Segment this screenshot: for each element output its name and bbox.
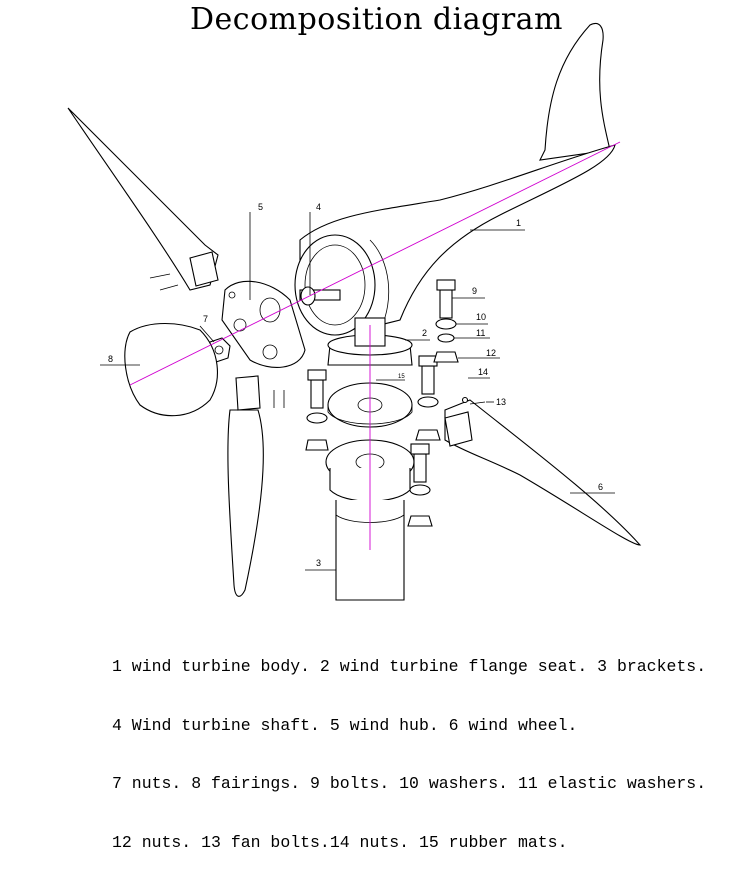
turbine-shaft: [299, 289, 341, 301]
bolt-lower: [413, 453, 427, 483]
fairing: [124, 323, 218, 417]
wind-hub-hole: [259, 297, 281, 323]
nut-7-hole: [214, 345, 224, 355]
bolt-left: [310, 379, 324, 409]
legend-line-2: 4 Wind turbine shaft. 5 wind hub. 6 wind…: [112, 715, 578, 735]
callout-6: 6: [598, 482, 603, 492]
bolt-9: [439, 289, 453, 319]
callout-13: 13: [496, 397, 506, 407]
nut-left: [305, 439, 329, 451]
fan-bolt-upper: [149, 273, 171, 279]
elastic-washer-11: [437, 333, 455, 343]
blade-lower: [227, 409, 264, 597]
blade-upper-left: [67, 107, 219, 291]
tail-fin: [539, 22, 611, 161]
diagram-drawing: 1 2 3 4 5 6 7 8 9 10 11 12 13 14 15: [67, 22, 642, 601]
hub-hole-1: [233, 318, 247, 332]
callout-7: 7: [203, 314, 208, 324]
exploded-diagram: Decomposition diagram: [67, 2, 706, 852]
callout-1: 1: [516, 218, 521, 228]
washer-10: [435, 318, 457, 330]
callout-4: 4: [316, 202, 321, 212]
nut-14: [461, 396, 469, 404]
bolt-right: [421, 365, 435, 395]
nut-right: [415, 429, 441, 441]
blade-right: [444, 399, 642, 546]
callout-2: 2: [422, 328, 427, 338]
washer-lower: [409, 484, 431, 496]
nut-12: [433, 351, 459, 363]
callout-11: 11: [476, 328, 485, 338]
callout-5: 5: [258, 202, 263, 212]
hub-hole-3: [228, 291, 236, 299]
blade-root-lower: [235, 375, 261, 411]
bolt-lower-head: [410, 443, 430, 455]
fan-bolt-13: [469, 401, 486, 405]
washer-left: [306, 412, 328, 424]
axis-main: [129, 141, 621, 386]
callout-8: 8: [108, 354, 113, 364]
callout-14: 14: [478, 367, 488, 377]
blade-root-right: [444, 411, 473, 447]
leader-7: [199, 325, 215, 343]
wind-hub: [221, 280, 306, 368]
turbine-body-front-inner: [304, 244, 366, 326]
callout-3: 3: [316, 558, 321, 568]
legend-line-1: 1 wind turbine body. 2 wind turbine flan…: [112, 657, 707, 676]
blade-root-upper: [189, 251, 219, 287]
legend-line-3: 7 nuts. 8 fairings. 9 bolts. 10 washers.…: [112, 774, 707, 793]
bolt-9-head: [436, 279, 456, 291]
callout-12: 12: [486, 348, 496, 358]
diagram-title: Decomposition diagram: [189, 2, 563, 37]
legend-line-4: 12 nuts. 13 fan bolts.14 nuts. 15 rubber…: [112, 832, 568, 852]
parts-legend: 1 wind turbine body. 2 wind turbine flan…: [112, 618, 732, 891]
bolt-left-head: [307, 369, 327, 381]
callout-15: 15: [398, 374, 405, 380]
shaft-end: [300, 286, 316, 306]
washer-right: [417, 396, 439, 408]
nut-lower: [407, 515, 433, 527]
turbine-body-front: [294, 234, 376, 336]
callout-10: 10: [476, 312, 486, 322]
hub-hole-2: [262, 344, 278, 360]
fan-bolt-upper-2: [159, 284, 179, 291]
callout-9: 9: [472, 286, 477, 296]
